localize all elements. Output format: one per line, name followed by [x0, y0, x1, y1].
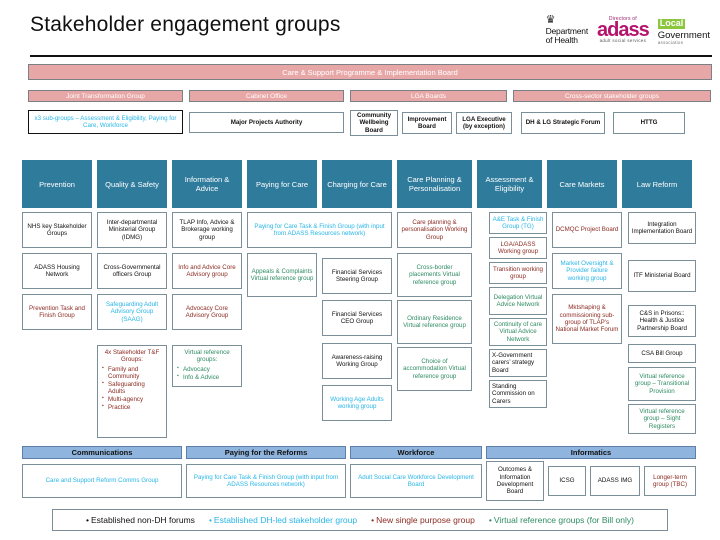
- stakeholder-tf-groups-box: 4x Stakeholder T&F Groups: Family and Co…: [97, 345, 167, 438]
- workstream-header-charging-for-care: Charging for Care: [322, 160, 392, 208]
- legend: Established non-DH forums Established DH…: [52, 509, 668, 531]
- group-box: DCMQC Project Board: [552, 212, 622, 248]
- group-box: X-Government carers’ strategy Board: [489, 349, 547, 377]
- group-box: ITF Ministerial Board: [628, 260, 696, 292]
- paying-for-care-task-finish-group-box: Paying for Care Task & Finish Group (wit…: [247, 212, 392, 248]
- dh-lg-strategic-forum-box: DH & LG Strategic Forum: [521, 112, 605, 134]
- list-items: Family and Community Safeguarding Adults…: [101, 365, 163, 412]
- band-item-workforce: Adult Social Care Workforce Development …: [350, 464, 482, 498]
- legend-item-established-dh-led-group: Established DH-led stakeholder group: [209, 515, 357, 525]
- community-wellbeing-board-box: Community Wellbeing Board: [350, 110, 398, 136]
- workstream-header-information-advice: Information & Advice: [172, 160, 242, 208]
- group-box: Awareness-raising Working Group: [322, 343, 392, 379]
- legend-item-new-single-purpose-group: New single purpose group: [371, 515, 475, 525]
- band-item-informatics: Longer-term group (TBC): [644, 466, 696, 496]
- stream-joint-transformation-group: Joint Transformation Group: [28, 90, 183, 102]
- group-box: Cross-Governmental officers Group: [97, 253, 167, 289]
- lga-executive-box: LGA Executive (by exception): [456, 112, 512, 134]
- workstream-header-prevention: Prevention: [22, 160, 92, 208]
- group-box: Delegation Virtual Advice Network: [489, 287, 547, 315]
- stream-cabinet-office: Cabinet Office: [189, 90, 344, 102]
- improvement-board-box: Improvement Board: [402, 112, 452, 134]
- group-box: TLAP Info, Advice & Brokerage working gr…: [172, 212, 242, 248]
- group-box: Appeals & Complaints Virtual reference g…: [247, 253, 317, 297]
- programme-board-bar: Care & Support Programme & Implementatio…: [28, 64, 712, 80]
- group-box: Working Age Adults working group: [322, 385, 392, 421]
- group-box: Safeguarding Adult Advisory Group (SAAG): [97, 294, 167, 330]
- group-box: Choice of accommodation Virtual referenc…: [397, 347, 472, 391]
- group-box: Continuity of care Virtual Advice Networ…: [489, 318, 547, 346]
- group-box: Transition working group: [489, 262, 547, 284]
- group-box: Inter-departmental Ministerial Group (ID…: [97, 212, 167, 248]
- band-title-communications: Communications: [22, 446, 182, 459]
- group-box: NHS key Stakeholder Groups: [22, 212, 92, 248]
- workstream-header-law-reform: Law Reform: [622, 160, 692, 208]
- band-title-informatics: Informatics: [486, 446, 696, 459]
- page-title: Stakeholder engagement groups: [30, 13, 341, 36]
- group-box: Financial Services CEO Group: [322, 300, 392, 336]
- band-item-informatics: Outcomes & Information Development Board: [486, 461, 544, 501]
- group-box: LGA/ADASS Working group: [489, 237, 547, 259]
- stream-cross-sector-stakeholder-groups: Cross-sector stakeholder groups: [513, 90, 711, 102]
- workstream-header-assessment-eligibility: Assessment & Eligibility: [477, 160, 542, 208]
- band-title-workforce: Workforce: [350, 446, 482, 459]
- group-box: ADASS Housing Network: [22, 253, 92, 289]
- list-item: Advocacy: [177, 365, 238, 373]
- virtual-reference-groups-box: Virtual reference groups: Advocacy Info …: [172, 345, 242, 387]
- group-box: CSA Bill Group: [628, 344, 696, 363]
- major-projects-authority-box: Major Projects Authority: [189, 112, 344, 133]
- group-box: Info and Advice Core Advisory group: [172, 253, 242, 289]
- list-item: Family and Community: [102, 365, 163, 381]
- band-item-informatics: ICSG: [548, 466, 586, 496]
- group-box: Advocacy Core Advisory Group: [172, 294, 242, 330]
- adass-logo: Directors of adass adult social services: [597, 15, 650, 43]
- workstream-header-care-markets: Care Markets: [547, 160, 617, 208]
- list-item: Practice: [102, 403, 163, 411]
- list-item: Info & Advice: [177, 373, 238, 381]
- list-heading: 4x Stakeholder T&F Groups:: [104, 349, 160, 364]
- subgroups-box: x3 sub-groups – Assessment & Eligibility…: [28, 110, 183, 134]
- group-box: Mktshaping & commissioning sub-group of …: [552, 294, 622, 344]
- group-box: Cross-border placements Virtual referenc…: [397, 253, 472, 297]
- legend-item-established-non-dh-forums: Established non-DH forums: [86, 515, 195, 525]
- local-government-association-logo: Local Government association: [657, 18, 710, 46]
- header-divider: [30, 55, 712, 57]
- workstream-header-quality-safety: Quality & Safety: [97, 160, 167, 208]
- band-item-communications: Care and Support Reform Comms Group: [22, 464, 182, 498]
- page-header: Stakeholder engagement groups ♛ Departme…: [0, 0, 720, 58]
- department-of-health-logo: ♛ Department of Health: [545, 14, 589, 45]
- group-box: Financial Services Steering Group: [322, 258, 392, 294]
- group-box: Standing Commission on Carers: [489, 380, 547, 408]
- workstream-header-care-planning-personalisation: Care Planning & Personalisation: [397, 160, 472, 208]
- workstream-header-paying-for-care: Paying for Care: [247, 160, 317, 208]
- list-heading: Virtual reference groups:: [184, 349, 230, 364]
- group-box: A&E Task & Finish Group (TG): [489, 212, 547, 234]
- royal-crown-icon: ♛: [545, 14, 556, 27]
- group-box: Ordinary Residence Virtual reference gro…: [397, 300, 472, 344]
- band-item-paying-for-the-reforms: Paying for Care Task & Finish Group (wit…: [186, 464, 346, 498]
- group-box: Care planning & personalisation Working …: [397, 212, 472, 248]
- group-box: Virtual reference group – Transitional P…: [628, 367, 696, 401]
- band-title-paying-for-the-reforms: Paying for the Reforms: [186, 446, 346, 459]
- list-item: Safeguarding Adults: [102, 380, 163, 396]
- group-box: Prevention Task and Finish Group: [22, 294, 92, 330]
- httg-box: HTTG: [613, 112, 685, 134]
- band-item-informatics: ADASS IMG: [590, 466, 640, 496]
- group-box: Virtual reference group – Sight Register…: [628, 404, 696, 434]
- list-item: Multi-agency: [102, 395, 163, 403]
- logo-strip: ♛ Department of Health Directors of adas…: [546, 10, 710, 50]
- legend-item-virtual-reference-groups: Virtual reference groups (for Bill only): [489, 515, 634, 525]
- list-items: Advocacy Info & Advice: [176, 365, 238, 381]
- stream-lga-boards: LGA Boards: [350, 90, 507, 102]
- group-box: Market Oversight & Provider failure work…: [552, 253, 622, 289]
- group-box: C&S in Prisons:: Health & Justice Partne…: [628, 305, 696, 337]
- group-box: Integration Implementation Board: [628, 212, 696, 244]
